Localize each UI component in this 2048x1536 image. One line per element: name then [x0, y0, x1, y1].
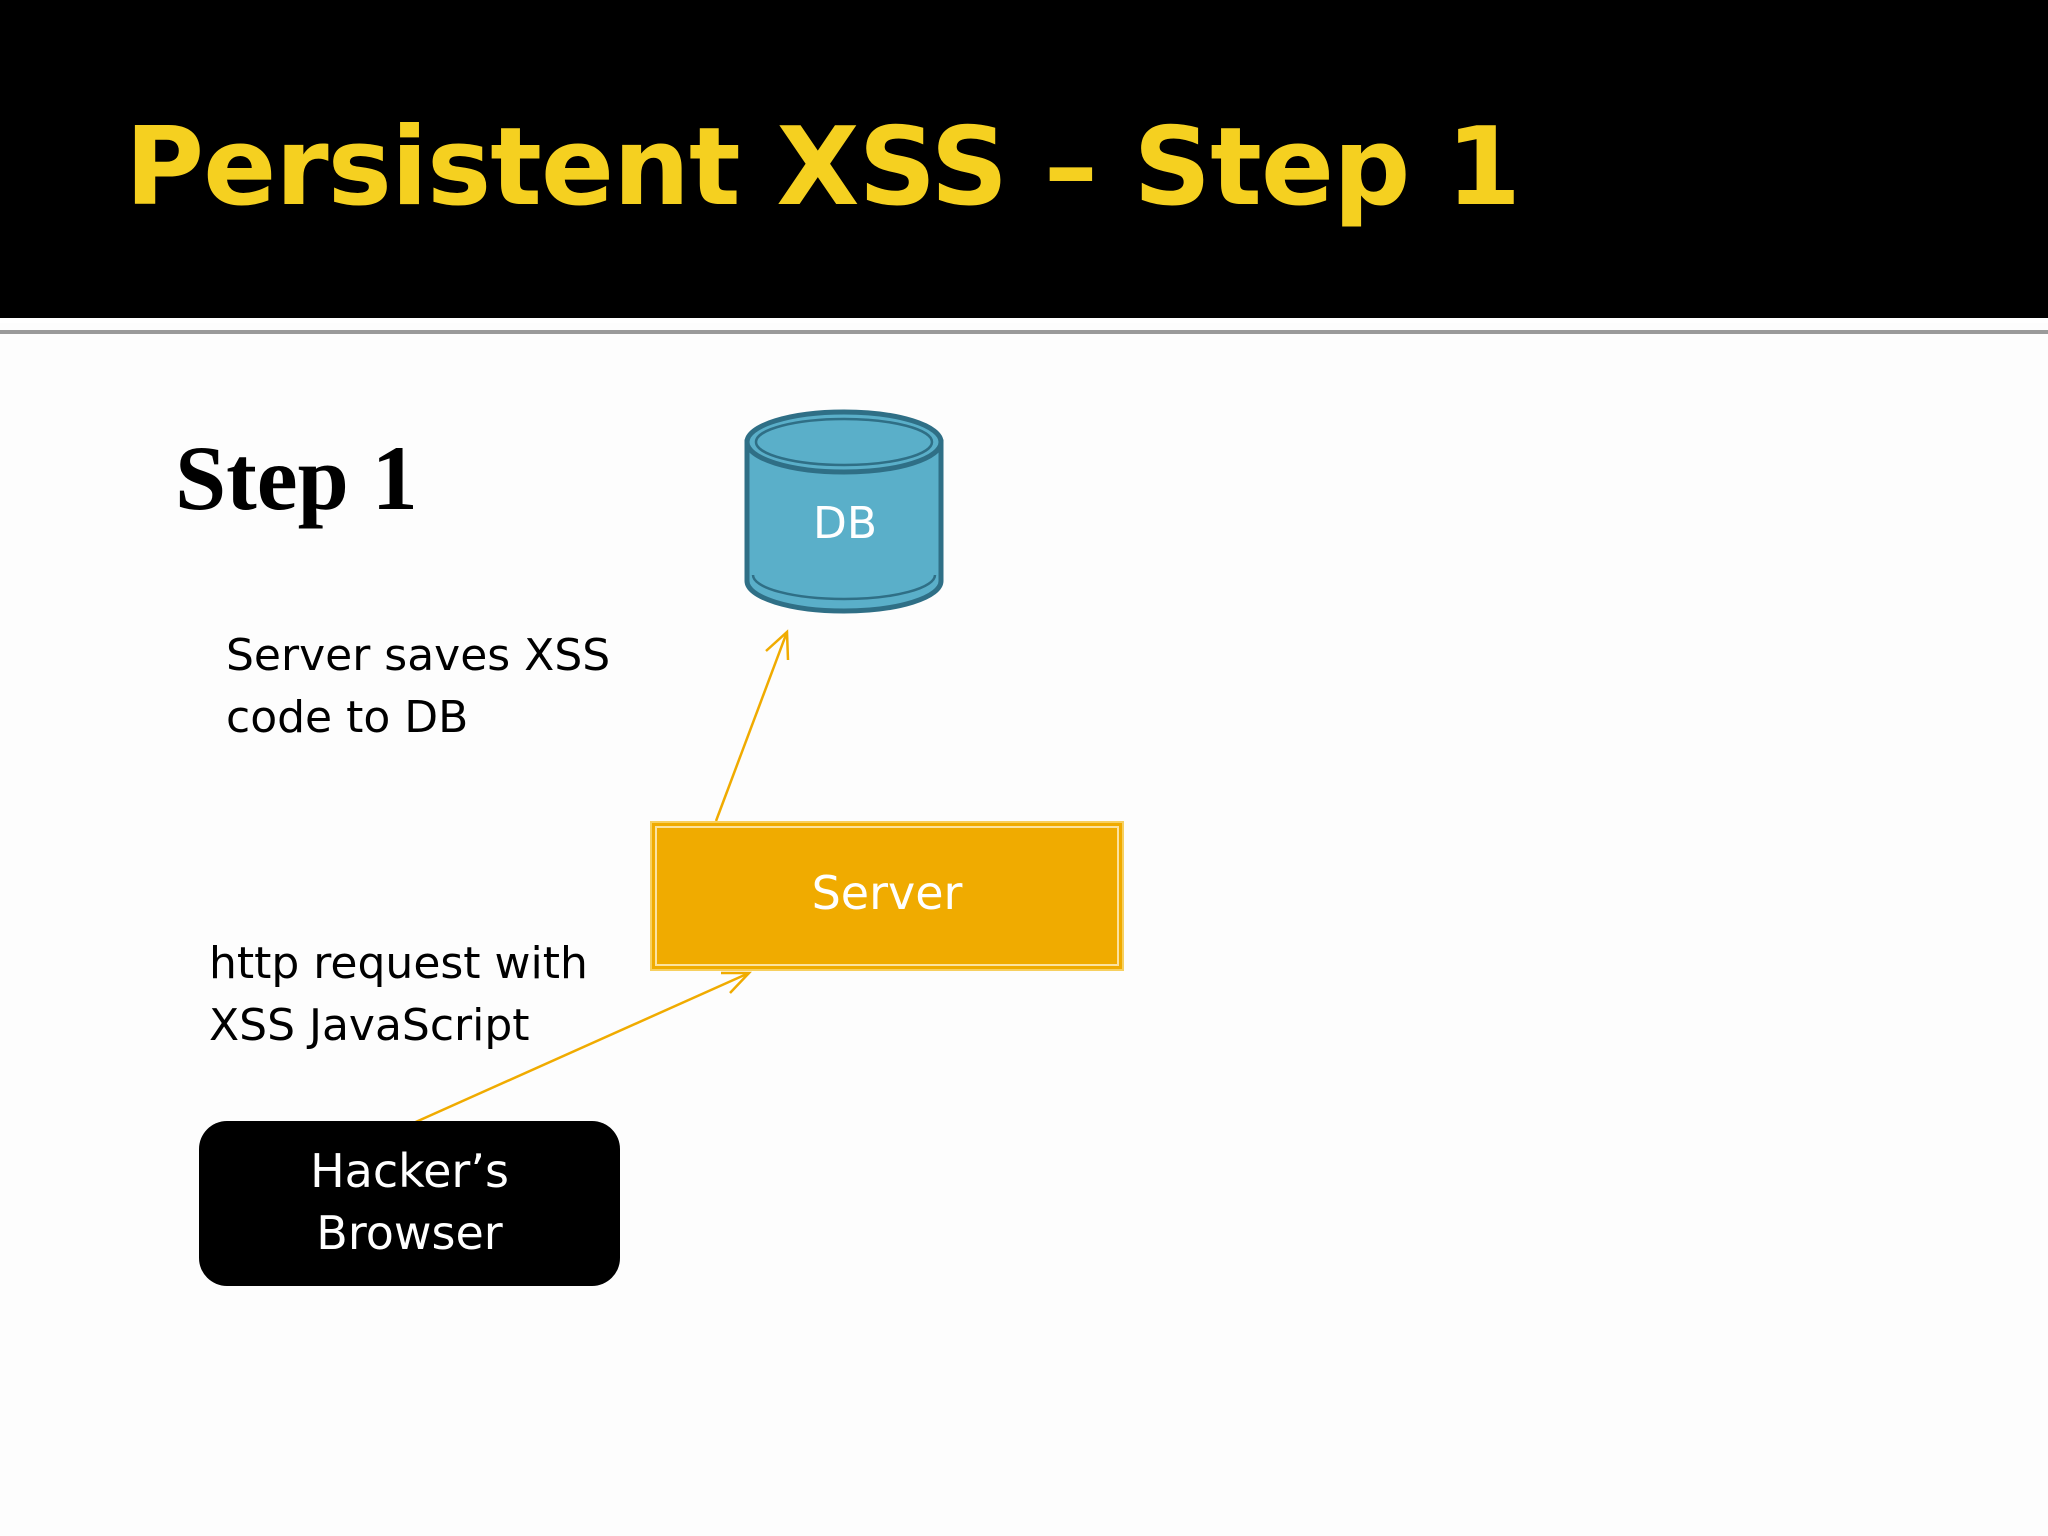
hacker-browser-label: Hacker’s Browser	[199, 1140, 620, 1264]
title-divider-gray	[0, 330, 2048, 334]
server-label: Server	[811, 866, 963, 920]
step-heading: Step 1	[175, 427, 418, 529]
hacker-browser-box	[199, 1121, 620, 1286]
caption-http-request-line2: XSS JavaScript	[209, 1000, 530, 1051]
db-cylinder-icon	[744, 409, 944, 614]
server-box	[650, 821, 1124, 971]
caption-http-request-line1: http request with	[209, 938, 588, 989]
title-divider-white	[0, 318, 2048, 323]
caption-server-saves-line2: code to DB	[226, 692, 469, 743]
hacker-browser-label-line1: Hacker’s	[310, 1144, 509, 1198]
hacker-browser-label-line2: Browser	[316, 1206, 503, 1260]
db-label: DB	[812, 498, 878, 549]
arrow-server-to-db	[714, 629, 790, 822]
caption-server-saves-line1: Server saves XSS	[226, 630, 611, 681]
caption-http-request: http request with XSS JavaScript	[209, 933, 588, 1057]
slide-title: Persistent XSS – Step 1	[125, 105, 1521, 230]
arrow-browser-to-server	[408, 971, 752, 1127]
caption-server-saves: Server saves XSS code to DB	[226, 625, 610, 749]
title-bar: Persistent XSS – Step 1	[0, 0, 2048, 318]
